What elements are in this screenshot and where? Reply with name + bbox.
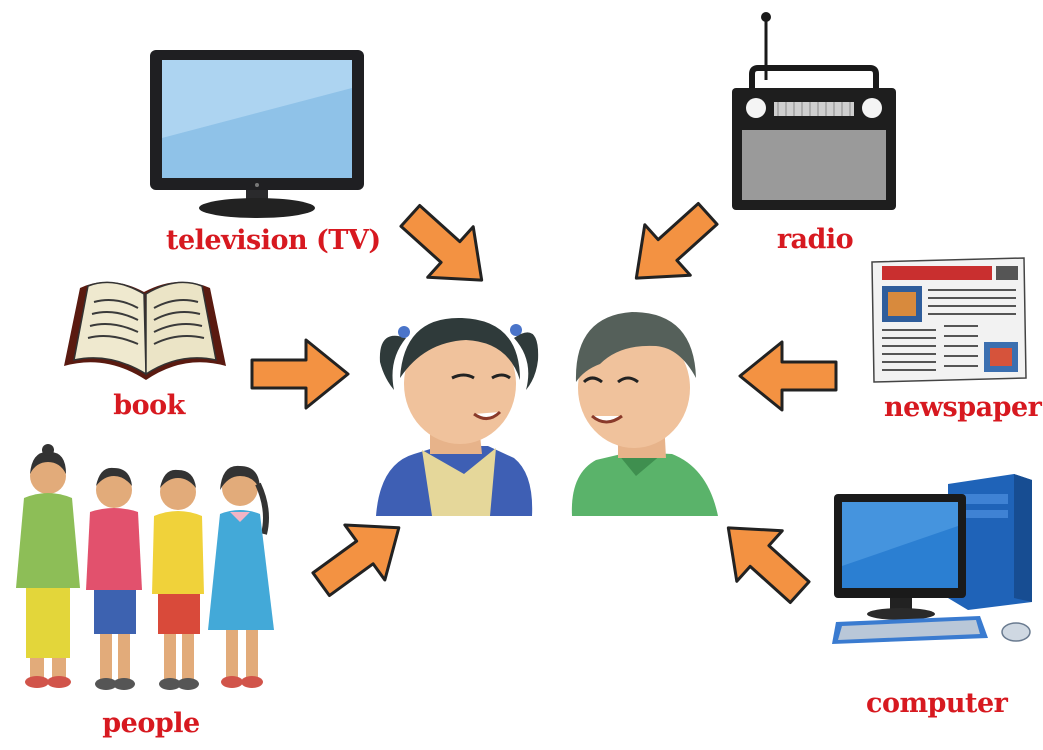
people-icon bbox=[16, 444, 274, 690]
arrow-from-radio bbox=[634, 201, 719, 280]
arrow-from-book bbox=[250, 338, 350, 410]
book-label: book bbox=[113, 390, 185, 421]
radio-label: radio bbox=[776, 224, 854, 255]
computer-icon bbox=[832, 474, 1032, 644]
boy-figure bbox=[571, 312, 718, 516]
tv-icon bbox=[150, 50, 364, 218]
arrow-from-people bbox=[311, 523, 401, 598]
children-talking bbox=[376, 312, 718, 516]
tv-label: television (TV) bbox=[166, 225, 381, 256]
arrow-from-tv bbox=[399, 203, 484, 282]
arrow-from-computer bbox=[726, 526, 811, 605]
computer-label: computer bbox=[866, 688, 1008, 719]
people-label: people bbox=[102, 708, 200, 739]
newspaper-label: newspaper bbox=[884, 392, 1042, 423]
girl-figure bbox=[376, 317, 539, 516]
arrow-from-newspaper bbox=[738, 340, 838, 412]
newspaper-icon bbox=[871, 257, 1027, 383]
book-icon bbox=[64, 281, 226, 380]
radio-icon bbox=[732, 12, 896, 210]
